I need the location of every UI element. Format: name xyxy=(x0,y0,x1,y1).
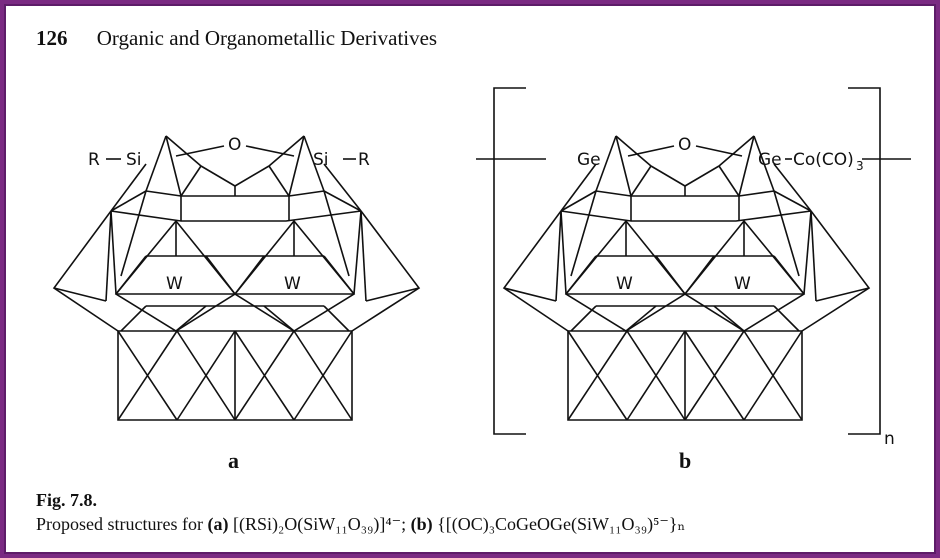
label-r-right-a: R xyxy=(358,150,370,170)
side-wings-a xyxy=(52,210,421,332)
figure-7-8: R Si O Si R W W a xyxy=(52,87,911,473)
label-w-right-a: W xyxy=(284,274,301,294)
label-ge-left-b: Ge xyxy=(577,150,601,170)
label-si-left-a: Si xyxy=(126,150,142,170)
page-frame: 126 Organic and Organometallic Derivativ… xyxy=(4,4,936,554)
label-w-right-b: W xyxy=(734,274,751,294)
si-o-si-unit-a xyxy=(106,135,362,212)
label-r-left-a: R xyxy=(88,150,100,170)
cap-a xyxy=(110,190,362,295)
cap-b xyxy=(560,190,812,295)
side-wings-b xyxy=(502,210,871,332)
caption-part-b-formula: {[(OC)₃CoGeOGe(SiW₁₁O₃₉)⁵⁻}ₙ xyxy=(437,514,686,534)
running-title: Organic and Organometallic Derivatives xyxy=(96,26,438,50)
label-w-left-a: W xyxy=(166,274,183,294)
caption-part-a-formula: [(RSi)₂O(SiW₁₁O₃₉)]⁴⁻; xyxy=(232,514,407,534)
caption-part-b-tag: (b) xyxy=(410,514,433,534)
w-belt-a xyxy=(114,219,356,332)
caption-intro: Proposed structures for xyxy=(36,514,208,534)
structure-b: Ge O Ge Co(CO) 3 W W n b xyxy=(476,87,911,473)
label-cobalt-sub-b: 3 xyxy=(856,159,864,173)
base-block-a xyxy=(117,330,353,421)
ge-o-ge-unit-b xyxy=(560,135,812,212)
panel-letter-a: a xyxy=(228,448,239,473)
label-ge-right-b: Ge xyxy=(758,150,782,170)
label-polymer-n-b: n xyxy=(884,429,895,449)
structure-a: R Si O Si R W W a xyxy=(52,135,421,473)
label-si-right-a: Si xyxy=(313,150,329,170)
polymer-brackets-b xyxy=(476,87,911,435)
panel-letter-b: b xyxy=(679,448,691,473)
caption-part-a-tag: (a) xyxy=(207,514,229,534)
page-number: 126 xyxy=(36,26,68,50)
label-w-left-b: W xyxy=(616,274,633,294)
label-o-bridge-a: O xyxy=(228,135,241,155)
page-header: 126 Organic and Organometallic Derivativ… xyxy=(36,26,437,51)
base-block-b xyxy=(567,330,803,421)
figure-label: Fig. 7.8. xyxy=(36,490,97,510)
figure-caption: Proposed structures for (a) [(RSi)₂O(SiW… xyxy=(36,514,685,535)
w-belt-b xyxy=(564,219,806,332)
label-o-bridge-b: O xyxy=(678,135,691,155)
label-cobalt-group-b: Co(CO) xyxy=(793,150,854,170)
